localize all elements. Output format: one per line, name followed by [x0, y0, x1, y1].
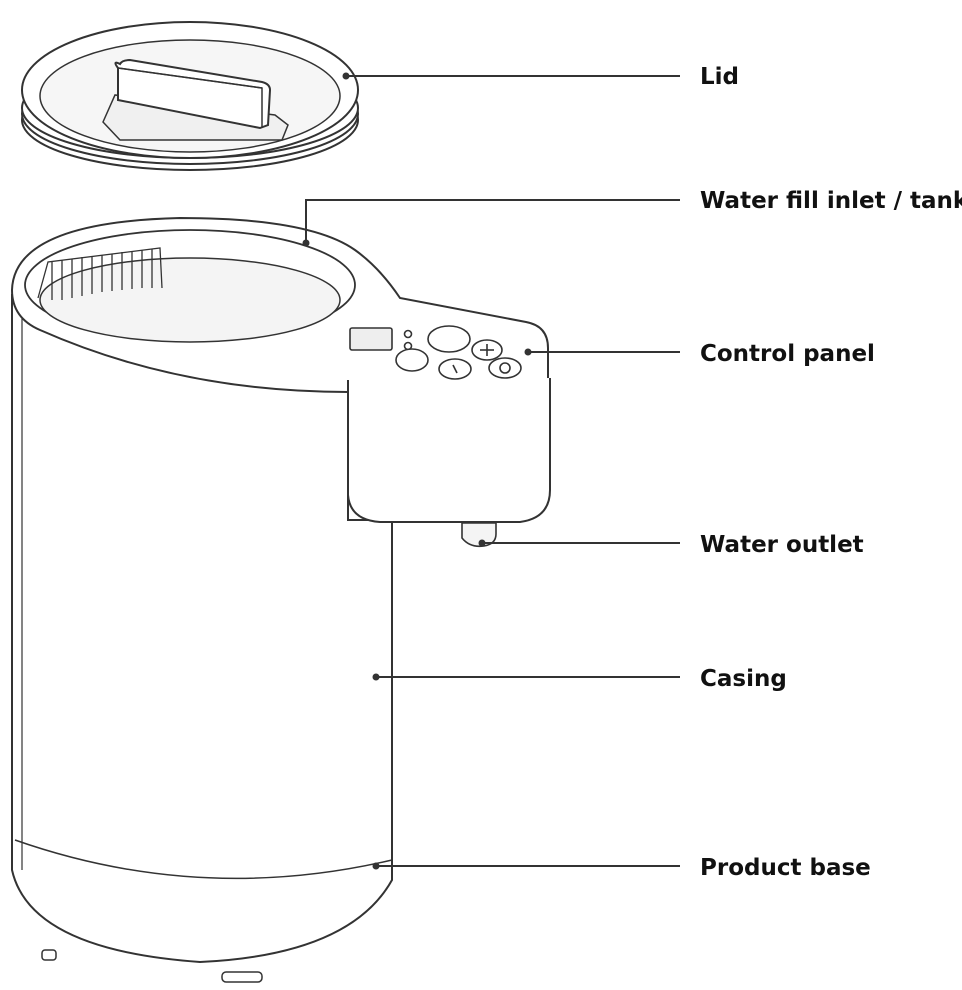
tank-grille	[37, 247, 163, 300]
casing-shape	[11, 293, 393, 964]
water-fill-leader-line	[305, 199, 680, 243]
lid-illustration	[21, 21, 359, 171]
product-base-label: Product base	[700, 855, 871, 881]
control-panel-label: Control panel	[700, 341, 875, 367]
power-button-icon	[488, 357, 522, 379]
dispenser-illustration	[10, 216, 551, 983]
display-icon	[349, 327, 393, 351]
callout-lines	[305, 75, 680, 867]
water-fill-inlet-tank-label: Water fill inlet / tank	[700, 188, 962, 214]
button-icon	[395, 348, 429, 372]
water-outlet-shape	[461, 522, 497, 548]
button-icon	[427, 325, 471, 353]
control-panel-shape	[349, 325, 522, 380]
product-base-shape	[14, 839, 393, 880]
water-outlet-label: Water outlet	[700, 532, 864, 558]
casing-label: Casing	[700, 666, 787, 692]
callout-dots	[302, 72, 532, 870]
lid-label: Lid	[700, 64, 739, 90]
